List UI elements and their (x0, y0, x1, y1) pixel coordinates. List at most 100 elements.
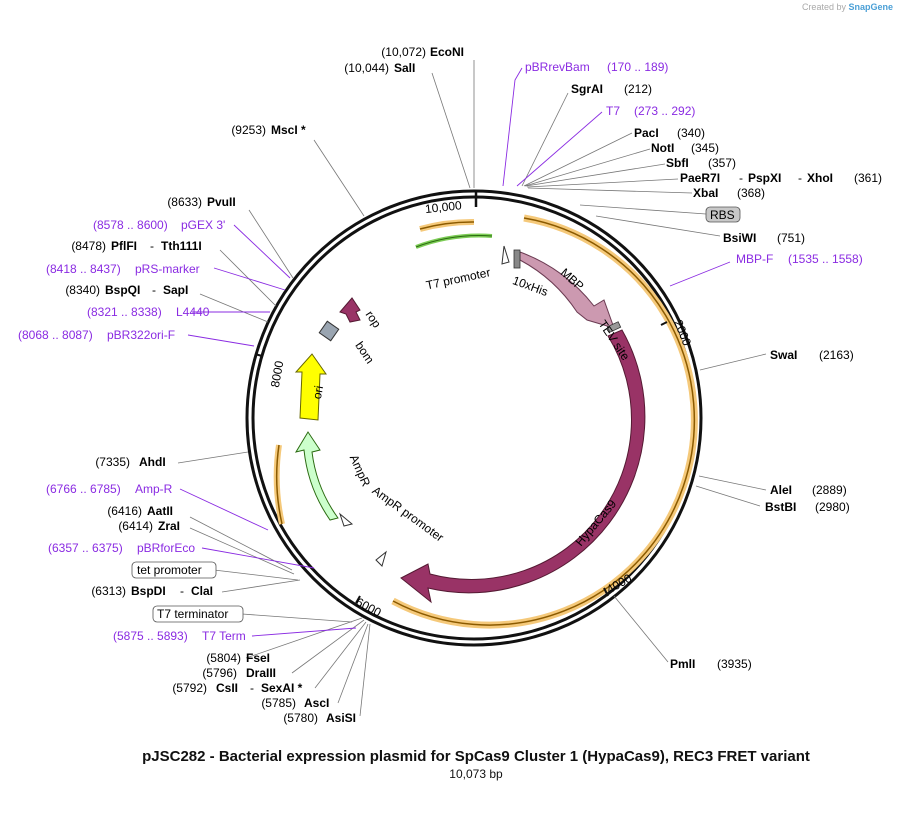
svg-text:SapI: SapI (163, 283, 188, 297)
site-pflfi: (8478) PflFI - Tth111I (71, 239, 201, 253)
primer-prs-marker: (8418 .. 8437) pRS-marker (46, 262, 200, 276)
svg-text:AleI: AleI (770, 483, 792, 497)
site-sali: (10,044) SalI (344, 61, 415, 75)
feature-label-hypacas9: HypaCas9 (573, 497, 620, 549)
primer-pbrrevbam: pBRrevBam (170 .. 189) (525, 60, 668, 74)
feature-label-his-tag: 10xHis (511, 273, 550, 299)
site-pmli: PmlI (3935) (670, 657, 752, 671)
svg-text:AhdI: AhdI (139, 455, 166, 469)
his-tag-mark (513, 249, 521, 269)
svg-text:-: - (250, 681, 254, 695)
site-bstbi: BstBI (2980) (765, 500, 850, 514)
svg-text:pBR322ori-F: pBR322ori-F (107, 328, 175, 342)
site-sgrai: SgrAI (212) (571, 82, 652, 96)
primer-mbp-f: MBP-F (1535 .. 1558) (736, 252, 863, 266)
feature-label-bom: bom (352, 339, 377, 366)
svg-text:AsiSI: AsiSI (326, 711, 356, 725)
svg-text:(6357 .. 6375): (6357 .. 6375) (48, 541, 123, 555)
svg-text:(345): (345) (691, 141, 719, 155)
svg-text:(751): (751) (777, 231, 805, 245)
svg-text:(8418 .. 8437): (8418 .. 8437) (46, 262, 121, 276)
feature-label-ampr: AmpR (347, 453, 373, 489)
ori-arrow (294, 353, 327, 421)
svg-text:(8478): (8478) (71, 239, 106, 253)
site-zrai: (6414) ZraI (118, 519, 180, 533)
svg-text:PaeR7I: PaeR7I (680, 171, 720, 185)
svg-text:MBP-F: MBP-F (736, 252, 773, 266)
svg-text:-: - (152, 283, 156, 297)
svg-text:pRS-marker: pRS-marker (135, 262, 200, 276)
primer-amp-r: (6766 .. 6785) Amp-R (46, 482, 173, 496)
site-asisi: (5780) AsiSI (283, 711, 356, 725)
svg-text:(357): (357) (708, 156, 736, 170)
primer-pbrforeco: (6357 .. 6375) pBRforEco (48, 541, 195, 555)
svg-text:-: - (150, 239, 154, 253)
svg-text:(212): (212) (624, 82, 652, 96)
svg-text:(5792): (5792) (172, 681, 207, 695)
svg-text:(5780): (5780) (283, 711, 318, 725)
site-swai: SwaI (2163) (770, 348, 854, 362)
svg-text:(2980): (2980) (815, 500, 850, 514)
svg-text:(340): (340) (677, 126, 705, 140)
svg-text:(361): (361) (854, 171, 882, 185)
svg-text:pGEX 3': pGEX 3' (181, 218, 225, 232)
tick-label-8000: 8000 (268, 359, 286, 388)
site-noti: NotI (345) (651, 141, 719, 155)
svg-text:(8633): (8633) (167, 195, 202, 209)
svg-text:SgrAI: SgrAI (571, 82, 603, 96)
feature-label-ampr-promoter: AmpR promoter (370, 483, 447, 544)
svg-text:SexAI *: SexAI * (261, 681, 303, 695)
feature-label-ori: ori (310, 385, 326, 401)
snapgene-credit: Created by SnapGene (802, 2, 893, 12)
svg-text:PflFI: PflFI (111, 239, 137, 253)
ampr-arrow (294, 431, 339, 521)
svg-text:CsII: CsII (216, 681, 238, 695)
site-csii: (5792) CsII - SexAI * (172, 681, 302, 695)
svg-text:(5804): (5804) (206, 651, 241, 665)
tick-4000 (603, 587, 609, 597)
tick-label-10000: 10,000 (424, 198, 462, 216)
svg-text:Tth111I: Tth111I (161, 239, 202, 253)
svg-text:NotI: NotI (651, 141, 674, 155)
primer-t7: T7 (273 .. 292) (606, 104, 695, 118)
svg-text:AscI: AscI (304, 696, 329, 710)
svg-text:(368): (368) (737, 186, 765, 200)
svg-text:(3935): (3935) (717, 657, 752, 671)
svg-text:(10,072): (10,072) (381, 45, 426, 59)
svg-text:-: - (180, 584, 184, 598)
svg-text:SalI: SalI (394, 61, 415, 75)
site-alei: AleI (2889) (770, 483, 847, 497)
svg-text:(273 .. 292): (273 .. 292) (634, 104, 695, 118)
site-paci: PacI (340) (634, 126, 705, 140)
primer-pgex3: (8578 .. 8600) pGEX 3' (93, 218, 225, 232)
svg-text:(8321 .. 8338): (8321 .. 8338) (87, 305, 162, 319)
plasmid-title: pJSC282 - Bacterial expression plasmid f… (142, 748, 810, 765)
site-ahdi: (7335) AhdI (95, 455, 165, 469)
primer-t7-term: (5875 .. 5893) T7 Term (113, 629, 246, 643)
feature-label-t7-promoter: T7 promoter (425, 265, 492, 292)
site-bspqi: (8340) BspQI - SapI (65, 283, 188, 297)
svg-text:RBS: RBS (710, 208, 735, 222)
svg-text:(9253): (9253) (231, 123, 266, 137)
svg-text:(8068 .. 8087): (8068 .. 8087) (18, 328, 93, 342)
svg-text:EcoNI: EcoNI (430, 45, 464, 59)
svg-text:(6416): (6416) (107, 504, 142, 518)
svg-text:BstBI: BstBI (765, 500, 796, 514)
t7-promoter-mark (501, 245, 510, 265)
svg-text:pBRforEco: pBRforEco (137, 541, 195, 555)
site-aatii: (6416) AatII (107, 504, 173, 518)
primer-pbr322ori-f: (8068 .. 8087) pBR322ori-F (18, 328, 175, 342)
svg-text:pBRrevBam: pBRrevBam (525, 60, 590, 74)
svg-text:ClaI: ClaI (191, 584, 213, 598)
feature-box-rbs: RBS (705, 206, 741, 223)
svg-text:(6766 .. 6785): (6766 .. 6785) (46, 482, 121, 496)
svg-text:DraIII: DraIII (246, 666, 276, 680)
primer-leader-lines (179, 67, 731, 637)
svg-text:(170 .. 189): (170 .. 189) (607, 60, 668, 74)
leader-lines (177, 60, 767, 717)
svg-text:PmlI: PmlI (670, 657, 695, 671)
svg-text:BspQI: BspQI (105, 283, 140, 297)
svg-text:BsiWI: BsiWI (723, 231, 756, 245)
tick-2000 (660, 321, 668, 326)
